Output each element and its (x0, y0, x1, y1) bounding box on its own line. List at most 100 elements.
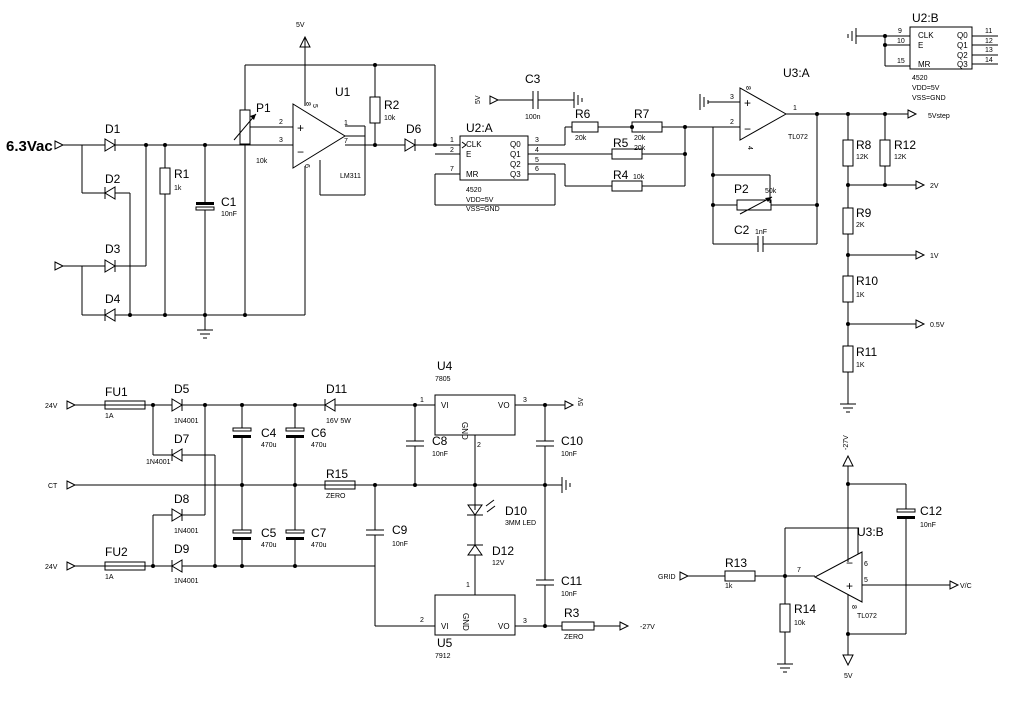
svg-text:10k: 10k (256, 158, 268, 165)
ic-u2a (459, 135, 529, 181)
svg-text:10k: 10k (633, 174, 645, 181)
svg-text:470u: 470u (311, 542, 327, 549)
svg-text:VO: VO (498, 401, 510, 410)
svg-text:R1: R1 (174, 167, 190, 181)
svg-text:Q3: Q3 (957, 60, 968, 69)
capacitor-c12 (896, 508, 916, 519)
svg-text:6: 6 (303, 164, 310, 168)
svg-text:1: 1 (344, 120, 348, 127)
svg-text:FU1: FU1 (105, 385, 128, 399)
svg-text:50k: 50k (765, 188, 777, 195)
input-port-2 (54, 261, 65, 271)
svg-text:Q2: Q2 (510, 160, 521, 169)
svg-text:D8: D8 (174, 492, 190, 506)
svg-text:D1: D1 (105, 122, 121, 136)
svg-text:VDD=5V: VDD=5V (912, 85, 940, 92)
svg-text:1K: 1K (856, 292, 865, 299)
svg-text:−: − (846, 556, 853, 570)
svg-text:C3: C3 (525, 72, 541, 86)
diode-d6 (404, 138, 416, 152)
diode-d7 (171, 448, 183, 462)
svg-text:1A: 1A (105, 574, 114, 581)
svg-text:D9: D9 (174, 542, 190, 556)
svg-text:+: + (744, 96, 751, 110)
svg-text:8: 8 (744, 86, 751, 90)
svg-text:C1: C1 (221, 195, 237, 209)
voltage-divider: 5Vstep R8 12K R12 12K 2V R9 2K 1V R10 1K… (840, 109, 950, 413)
svg-text:10nF: 10nF (221, 211, 237, 218)
svg-text:V/C: V/C (960, 583, 972, 590)
resistor-network: R6 20k R7 20k 20k R5 R4 10k (571, 107, 730, 192)
svg-text:470u: 470u (311, 442, 327, 449)
svg-text:470u: 470u (261, 442, 277, 449)
svg-text:15: 15 (897, 58, 905, 65)
svg-text:VI: VI (441, 401, 449, 410)
svg-text:8: 8 (850, 605, 857, 609)
counter-u2b: 9 10 15 CLK E MR Q0 Q1 Q2 Q3 11 12 13 14… (847, 11, 998, 102)
svg-text:2: 2 (279, 119, 283, 126)
svg-text:R14: R14 (794, 602, 816, 616)
svg-text:R12: R12 (894, 138, 916, 152)
svg-text:U1: U1 (335, 85, 351, 99)
opamp-u1 (292, 103, 346, 169)
svg-text:5: 5 (311, 104, 318, 108)
svg-text:GND: GND (461, 613, 470, 631)
svg-text:U3:A: U3:A (783, 66, 810, 80)
svg-text:VDD=5V: VDD=5V (466, 197, 494, 204)
resistor-r3 (561, 621, 595, 631)
svg-text:7: 7 (344, 138, 348, 145)
svg-text:10: 10 (897, 38, 905, 45)
svg-text:13: 13 (985, 47, 993, 54)
svg-text:U2:B: U2:B (912, 11, 939, 25)
input-rectifier: 6.3Vac D1 D2 D3 D4 R1 1k C1 10nF (6, 122, 305, 339)
resistor-r6 (571, 121, 599, 133)
svg-text:1V: 1V (930, 253, 939, 260)
svg-text:GRID: GRID (658, 574, 676, 581)
svg-text:24V: 24V (45, 403, 58, 410)
capacitor-c3: 5V C3 100n (475, 72, 583, 121)
svg-text:D12: D12 (492, 544, 514, 558)
svg-text:6: 6 (535, 166, 539, 173)
regulator-u5 (434, 594, 516, 636)
svg-text:C8: C8 (432, 434, 448, 448)
svg-text:7: 7 (797, 567, 801, 574)
svg-text:U4: U4 (437, 359, 453, 373)
comparator-u1: P1 10k 2 3 + − 5 8 6 5V 1 7 U1 LM311 R2 … (233, 22, 437, 315)
svg-text:8: 8 (304, 102, 311, 106)
svg-text:R7: R7 (634, 107, 650, 121)
svg-text:+: + (846, 579, 853, 593)
svg-text:−: − (297, 145, 304, 159)
svg-text:24V: 24V (45, 564, 58, 571)
svg-text:E: E (466, 150, 471, 159)
svg-text:C12: C12 (920, 504, 942, 518)
svg-text:+: + (297, 121, 304, 135)
svg-text:U3:B: U3:B (857, 525, 884, 539)
svg-text:3: 3 (730, 94, 734, 101)
svg-text:D3: D3 (105, 242, 121, 256)
svg-text:R2: R2 (384, 98, 400, 112)
opamp-u3a (739, 87, 788, 141)
svg-text:D2: D2 (105, 172, 121, 186)
svg-text:R8: R8 (856, 138, 872, 152)
svg-text:C9: C9 (392, 523, 408, 537)
svg-text:VI: VI (441, 622, 449, 631)
svg-text:-27V: -27V (640, 624, 655, 631)
capacitor-c7 (285, 529, 305, 540)
svg-text:2: 2 (450, 147, 454, 154)
svg-text:Q2: Q2 (957, 51, 968, 60)
svg-text:3: 3 (523, 397, 527, 404)
svg-text:MR: MR (918, 60, 931, 69)
svg-text:6: 6 (864, 561, 868, 568)
svg-text:R13: R13 (725, 556, 747, 570)
resistor-r13 (724, 570, 756, 582)
svg-text:4: 4 (535, 147, 539, 154)
diode-d11 (324, 398, 336, 412)
diode-d4 (104, 308, 116, 322)
svg-text:1: 1 (466, 582, 470, 589)
svg-text:10nF: 10nF (561, 451, 577, 458)
svg-text:100n: 100n (525, 114, 541, 121)
svg-text:1: 1 (793, 105, 797, 112)
svg-text:7: 7 (450, 166, 454, 173)
svg-text:7805: 7805 (435, 376, 451, 383)
